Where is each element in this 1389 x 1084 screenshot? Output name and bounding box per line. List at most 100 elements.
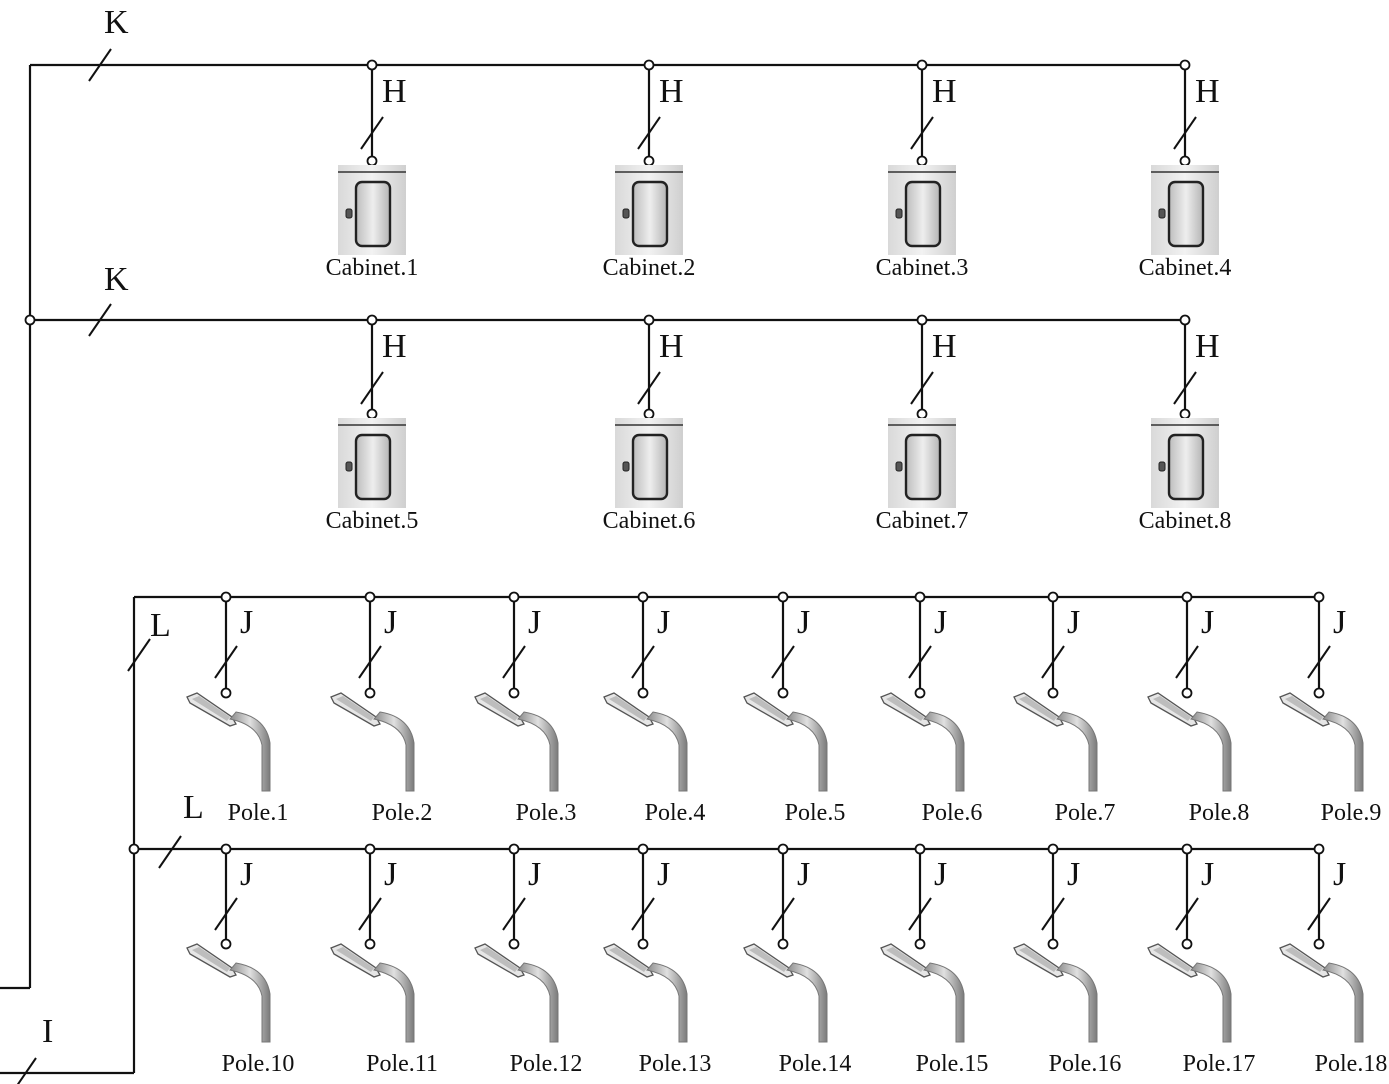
- line-mark: [16, 1057, 37, 1084]
- drop-label: J: [528, 856, 541, 893]
- line-mark: [771, 645, 795, 679]
- junction-node: [643, 408, 655, 420]
- junction-node: [643, 59, 655, 71]
- junction-node: [1179, 59, 1191, 71]
- junction-node: [24, 314, 36, 326]
- pole-label: Pole.2: [372, 800, 433, 826]
- junction-node: [366, 155, 378, 167]
- junction-node: [914, 938, 926, 950]
- cabinet-icon: [1149, 416, 1221, 510]
- street-lamp-icon: [743, 692, 828, 792]
- cabinet-section: KHCabinet.1HCabinet.2HCabinet.3HCabinet.…: [30, 4, 1231, 534]
- line-mark: [214, 645, 238, 679]
- line-mark: [158, 835, 182, 869]
- cabinet-label: Cabinet.3: [876, 255, 969, 281]
- line-mark: [360, 116, 384, 150]
- line-mark: [908, 897, 932, 931]
- drop-label: J: [797, 856, 810, 893]
- pole-label: Pole.3: [516, 800, 577, 826]
- feeder-label: L: [150, 607, 171, 644]
- drop-label: J: [1067, 856, 1080, 893]
- junction-node: [914, 843, 926, 855]
- drop-label: H: [659, 73, 684, 110]
- street-lamp-icon: [474, 943, 559, 1043]
- line-mark: [1307, 645, 1331, 679]
- junction-node: [1313, 687, 1325, 699]
- junction-node: [637, 843, 649, 855]
- line-mark: [1041, 897, 1065, 931]
- junction-node: [914, 591, 926, 603]
- drop-label: J: [1201, 856, 1214, 893]
- line-mark: [771, 897, 795, 931]
- line-mark: [88, 48, 112, 82]
- line-mark: [1175, 897, 1199, 931]
- junction-node: [637, 591, 649, 603]
- junction-node: [637, 938, 649, 950]
- line-mark: [214, 897, 238, 931]
- street-lamp-icon: [1279, 943, 1364, 1043]
- line-mark: [637, 371, 661, 405]
- junction-node: [364, 843, 376, 855]
- street-lamp-icon: [330, 692, 415, 792]
- pole-label: Pole.10: [222, 1051, 295, 1077]
- street-lamp-icon: [743, 943, 828, 1043]
- line-mark: [1175, 645, 1199, 679]
- cabinet-icon: [336, 416, 408, 510]
- street-lamp-icon: [1279, 692, 1364, 792]
- drop-label: H: [382, 328, 407, 365]
- drop-label: J: [657, 856, 670, 893]
- line-mark: [637, 116, 661, 150]
- pole-label: Pole.9: [1321, 800, 1382, 826]
- drop-label: J: [1333, 856, 1346, 893]
- drop-label: H: [1195, 328, 1220, 365]
- junction-node: [916, 155, 928, 167]
- junction-node: [364, 687, 376, 699]
- street-lamp-icon: [330, 943, 415, 1043]
- pole-label: Pole.1: [228, 800, 289, 826]
- cabinet-label: Cabinet.2: [603, 255, 696, 281]
- junction-node: [777, 938, 789, 950]
- drop-label: J: [1333, 604, 1346, 641]
- drop-label: J: [797, 604, 810, 641]
- line-mark: [358, 897, 382, 931]
- street-lamp-icon: [880, 692, 965, 792]
- cabinet-label: Cabinet.4: [1139, 255, 1232, 281]
- street-lamp-icon: [1013, 943, 1098, 1043]
- drop-label: J: [240, 856, 253, 893]
- street-lamp-icon: [603, 692, 688, 792]
- junction-node: [643, 155, 655, 167]
- junction-node: [1181, 687, 1193, 699]
- street-lamp-icon: [880, 943, 965, 1043]
- junction-node: [220, 687, 232, 699]
- cabinet-icon: [886, 416, 958, 510]
- line-mark: [1041, 645, 1065, 679]
- junction-node: [1179, 408, 1191, 420]
- cabinet-icon: [613, 416, 685, 510]
- junction-node: [643, 314, 655, 326]
- junction-node: [916, 314, 928, 326]
- cabinet-icon: [336, 163, 408, 257]
- line-mark: [88, 303, 112, 337]
- junction-node: [1047, 591, 1059, 603]
- junction-node: [508, 938, 520, 950]
- junction-node: [1313, 843, 1325, 855]
- drop-label: H: [659, 328, 684, 365]
- cabinet-icon: [613, 163, 685, 257]
- pole-label: Pole.14: [779, 1051, 852, 1077]
- cabinet-label: Cabinet.7: [876, 508, 969, 534]
- street-lamp-icon: [1013, 692, 1098, 792]
- junction-node: [508, 591, 520, 603]
- junction-node: [220, 843, 232, 855]
- junction-node: [1047, 687, 1059, 699]
- junction-node: [1179, 155, 1191, 167]
- drop-label: J: [384, 604, 397, 641]
- line-mark: [358, 645, 382, 679]
- line-mark: [1173, 371, 1197, 405]
- line-mark: [360, 371, 384, 405]
- junction-node: [1313, 591, 1325, 603]
- cabinet-label: Cabinet.6: [603, 508, 696, 534]
- junction-node: [1313, 938, 1325, 950]
- line-mark: [910, 371, 934, 405]
- pole-label: Pole.11: [366, 1051, 438, 1077]
